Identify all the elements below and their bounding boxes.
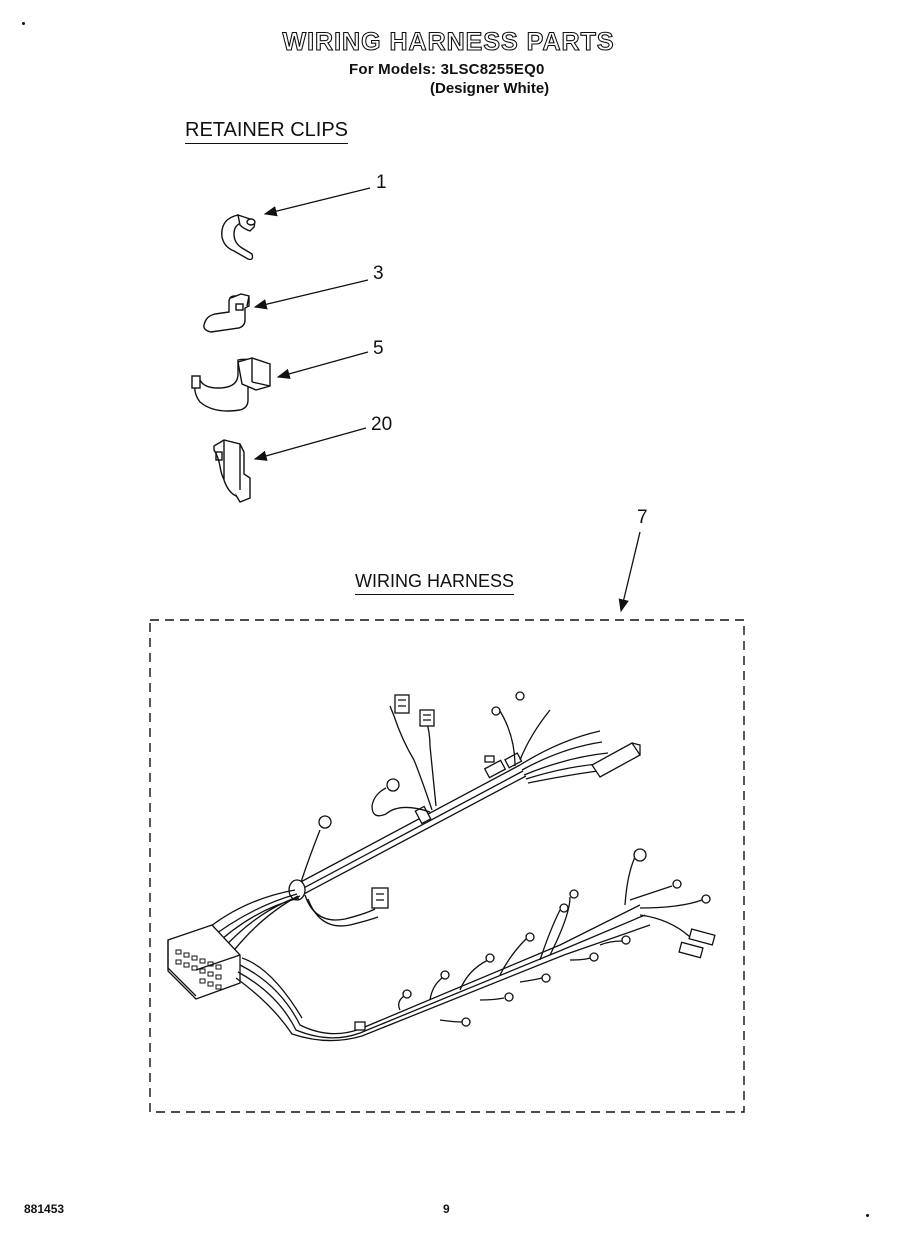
wiring-harness-assembly — [167, 691, 716, 1042]
callout-5: 5 — [373, 338, 384, 359]
retainer-clip-3 — [203, 293, 250, 333]
document-code: 881453 — [24, 1202, 65, 1216]
models-line: For Models: 3LSC8255EQ0 — [349, 61, 545, 78]
retainer-clips-heading: RETAINER CLIPS — [185, 119, 348, 144]
retainer-clip-5 — [191, 357, 271, 412]
page-number: 9 — [443, 1202, 450, 1216]
arrow-5 — [276, 351, 369, 379]
harness-frame — [149, 619, 745, 1113]
wiring-harness-heading: WIRING HARNESS — [355, 570, 515, 595]
arrow-3 — [253, 279, 369, 310]
arrow-1 — [263, 187, 371, 217]
retainer-clip-20 — [213, 439, 251, 503]
callout-3: 3 — [373, 263, 384, 284]
color-note: (Designer White) — [430, 80, 550, 97]
callout-arrows — [253, 187, 641, 613]
callout-7: 7 — [637, 507, 648, 528]
callout-20: 20 — [371, 414, 393, 435]
arrow-7 — [618, 531, 641, 613]
callout-1: 1 — [376, 172, 387, 193]
page-title: WIRING HARNESS PARTS — [282, 27, 615, 56]
arrow-20 — [253, 427, 367, 461]
retainer-clip-1 — [221, 213, 256, 261]
scan-speck — [22, 22, 25, 25]
scan-speck — [866, 1214, 869, 1217]
